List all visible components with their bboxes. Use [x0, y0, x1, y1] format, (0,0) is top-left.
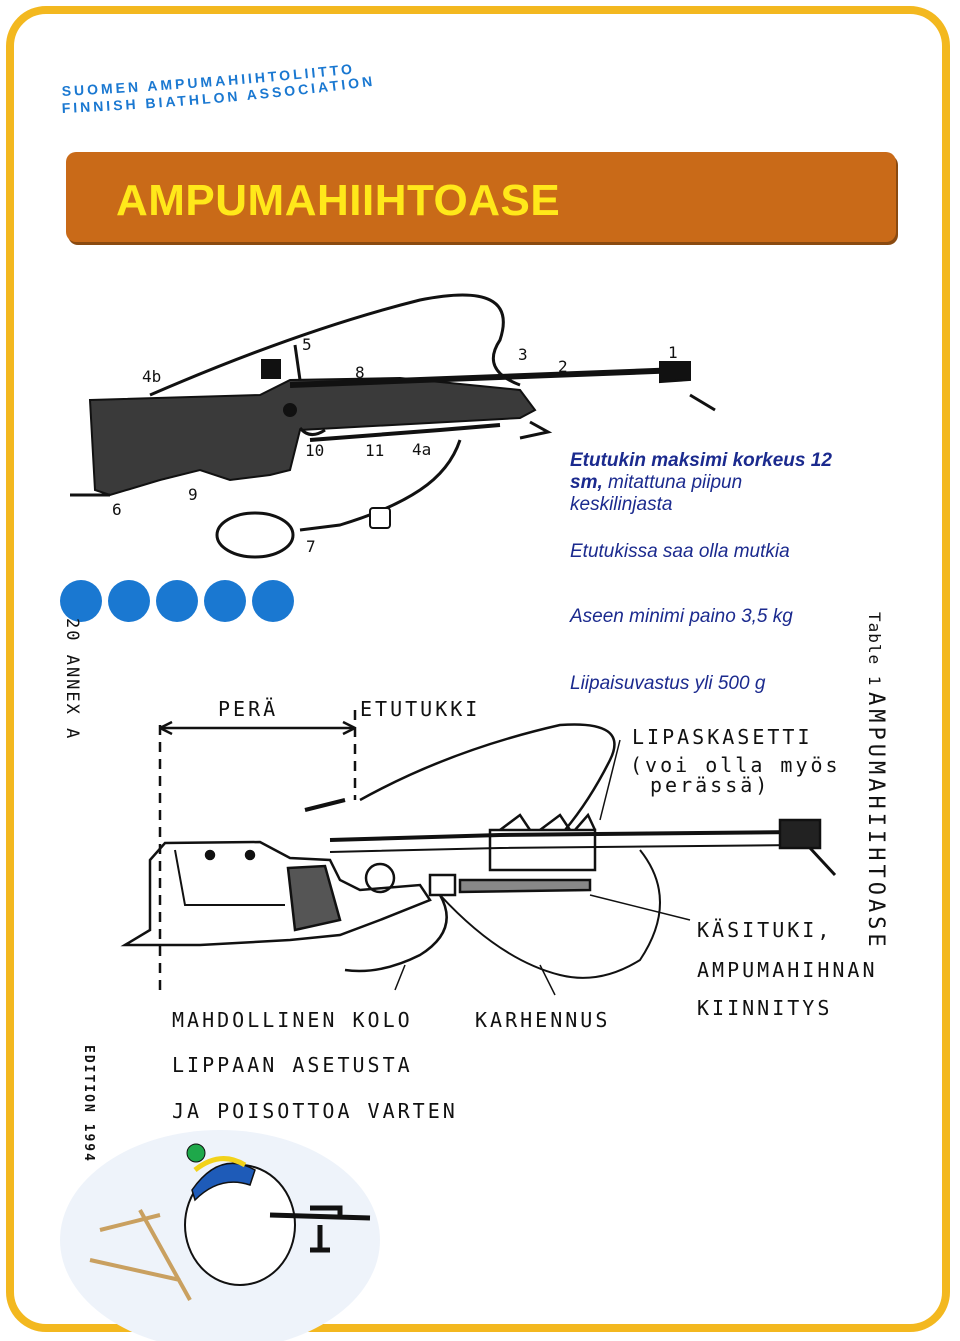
label-kasituki-1: KÄSITUKI,: [697, 918, 833, 942]
label-kasituki-2: AMPUMAHIHNAN: [697, 958, 878, 982]
annex-label: 20 ANNEX A: [62, 618, 82, 741]
label-lipaskasetti-note1: (voi olla myös: [630, 753, 841, 777]
bottom-rifle-illustration: [120, 710, 837, 996]
organization-wordmark: SUOMEN AMPUMAHIIHTOLIITTO FINNISH BIATHL…: [61, 60, 373, 116]
label-kasituki-3: KIINNITYS: [697, 996, 833, 1020]
part-label: 1: [668, 343, 678, 362]
label-pera: PERÄ: [218, 697, 279, 721]
part-label: 4b: [142, 367, 161, 386]
dot: [60, 580, 102, 622]
label-lipaskasetti-note2: perässä): [650, 773, 771, 797]
part-label: 7: [306, 537, 316, 556]
note-min-weight: Aseen minimi paino 3,5 kg: [570, 606, 793, 627]
note-support-height-bold: Etutukin maksimi korkeus 12 sm,: [570, 450, 832, 493]
label-lipaskasetti: LIPASKASETTI: [632, 725, 813, 749]
table-label: Table 1: [865, 612, 884, 687]
part-label: 4a: [412, 440, 431, 459]
part-label: 6: [112, 500, 122, 519]
label-kolo-3: JA POISOTTOA VARTEN: [172, 1099, 458, 1123]
label-etutukki: ETUTUKKI: [360, 697, 481, 721]
note-support-bends: Etutukissa saa olla mutkia: [570, 541, 790, 562]
label-karhennus: KARHENNUS: [475, 1008, 611, 1032]
dot: [108, 580, 150, 622]
page-frame: [6, 6, 950, 1332]
part-label: 5: [302, 335, 312, 354]
dot: [252, 580, 294, 622]
part-label: 2: [558, 357, 568, 376]
note-trigger-pull: Liipaisuvastus yli 500 g: [570, 673, 766, 694]
page-title: AMPUMAHIIHTOASE: [116, 176, 561, 225]
organization-logo: SUOMEN AMPUMAHIIHTOLIITTO FINNISH BIATHL…: [61, 58, 402, 128]
note-support-height: Etutukin maksimi korkeus 12 sm, mitattun…: [570, 450, 840, 516]
dot: [156, 580, 198, 622]
note-support-height-rest: mitattuna piipun keskilinjasta: [570, 472, 743, 515]
part-label: 8: [355, 363, 365, 382]
title-banner: AMPUMAHIIHTOASE: [66, 152, 896, 242]
part-label: 11: [365, 441, 384, 460]
decorative-dots: [60, 580, 294, 622]
part-label: 9: [188, 485, 198, 504]
label-kolo-2: LIPPAAN ASETUSTA: [172, 1053, 413, 1077]
edition-label: EDITION 1994: [81, 1045, 96, 1163]
label-kolo-1: MAHDOLLINEN KOLO: [172, 1008, 413, 1032]
table-title: AMPUMAHIIHTOASE: [863, 692, 888, 951]
skier-mascot: [60, 1130, 380, 1341]
top-rifle-illustration: [70, 293, 716, 559]
part-label: 10: [305, 441, 324, 460]
dot: [204, 580, 246, 622]
top-rifle-part-numbers: 1 2 3 4a 4b 5 6 7 8 9 10 11: [112, 335, 678, 556]
part-label: 3: [518, 345, 528, 364]
